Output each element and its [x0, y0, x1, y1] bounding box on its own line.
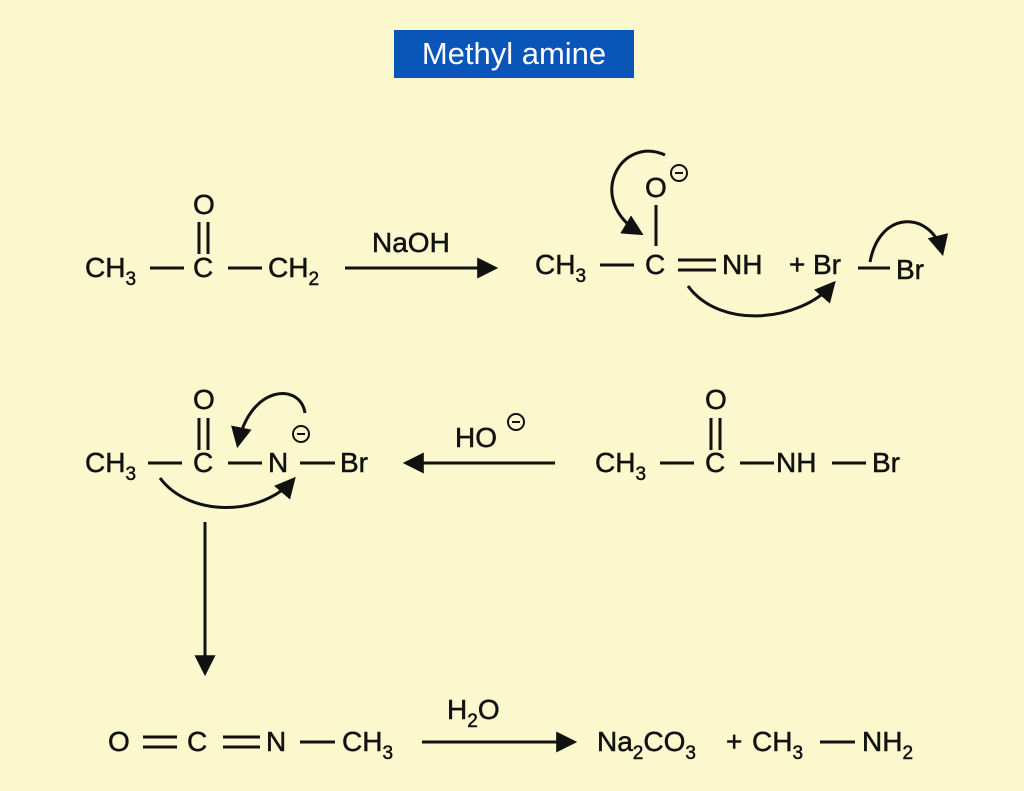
ch3-group: CH3 [595, 447, 647, 485]
ch3-group: CH3 [85, 447, 137, 485]
nitrogen-atom: N [266, 726, 287, 757]
bromine-atom: Br [813, 249, 842, 280]
curved-arrow [868, 220, 949, 263]
carbon-atom: C [645, 249, 666, 280]
carbon-atom: C [187, 726, 208, 757]
oxygen-atom: O [645, 172, 667, 203]
oxygen-atom: O [705, 384, 727, 415]
curved-arrow [231, 392, 307, 449]
oxygen-atom: O [108, 726, 130, 757]
carbon-atom: C [705, 447, 726, 478]
curved-arrow [686, 280, 836, 318]
negative-charge-icon [670, 164, 688, 182]
reagent-hydroxide: HO [455, 422, 498, 453]
nh2-group: NH2 [862, 726, 914, 764]
nh-group: NH [776, 447, 817, 478]
reagent-water: H2O [447, 694, 500, 732]
oxygen-atom: O [193, 189, 215, 220]
negative-charge-icon [292, 425, 310, 443]
carbon-atom: C [193, 447, 214, 478]
nh-group: NH [722, 249, 763, 280]
ch3-group: CH3 [342, 726, 394, 764]
reagent-naoh: NaOH [372, 227, 450, 258]
plus-sign: + [726, 726, 743, 757]
bromine-atom: Br [872, 447, 901, 478]
curved-arrow [610, 149, 666, 236]
carbon-atom: C [193, 252, 214, 283]
nitrogen-atom: N [268, 447, 289, 478]
sodium-carbonate: Na2CO3 [597, 726, 696, 764]
ch3-group: CH3 [535, 249, 587, 287]
ch2-group: CH2 [268, 252, 320, 290]
ch3-group: CH3 [752, 726, 804, 764]
page-title: Methyl amine [394, 30, 634, 78]
oxygen-atom: O [193, 384, 215, 415]
bromine-atom: Br [340, 447, 369, 478]
bromine-atom: Br [896, 254, 925, 285]
ch3-group: CH3 [85, 252, 137, 290]
negative-charge-icon [507, 413, 525, 431]
plus-sign: + [789, 249, 806, 280]
curved-arrow [158, 476, 296, 509]
